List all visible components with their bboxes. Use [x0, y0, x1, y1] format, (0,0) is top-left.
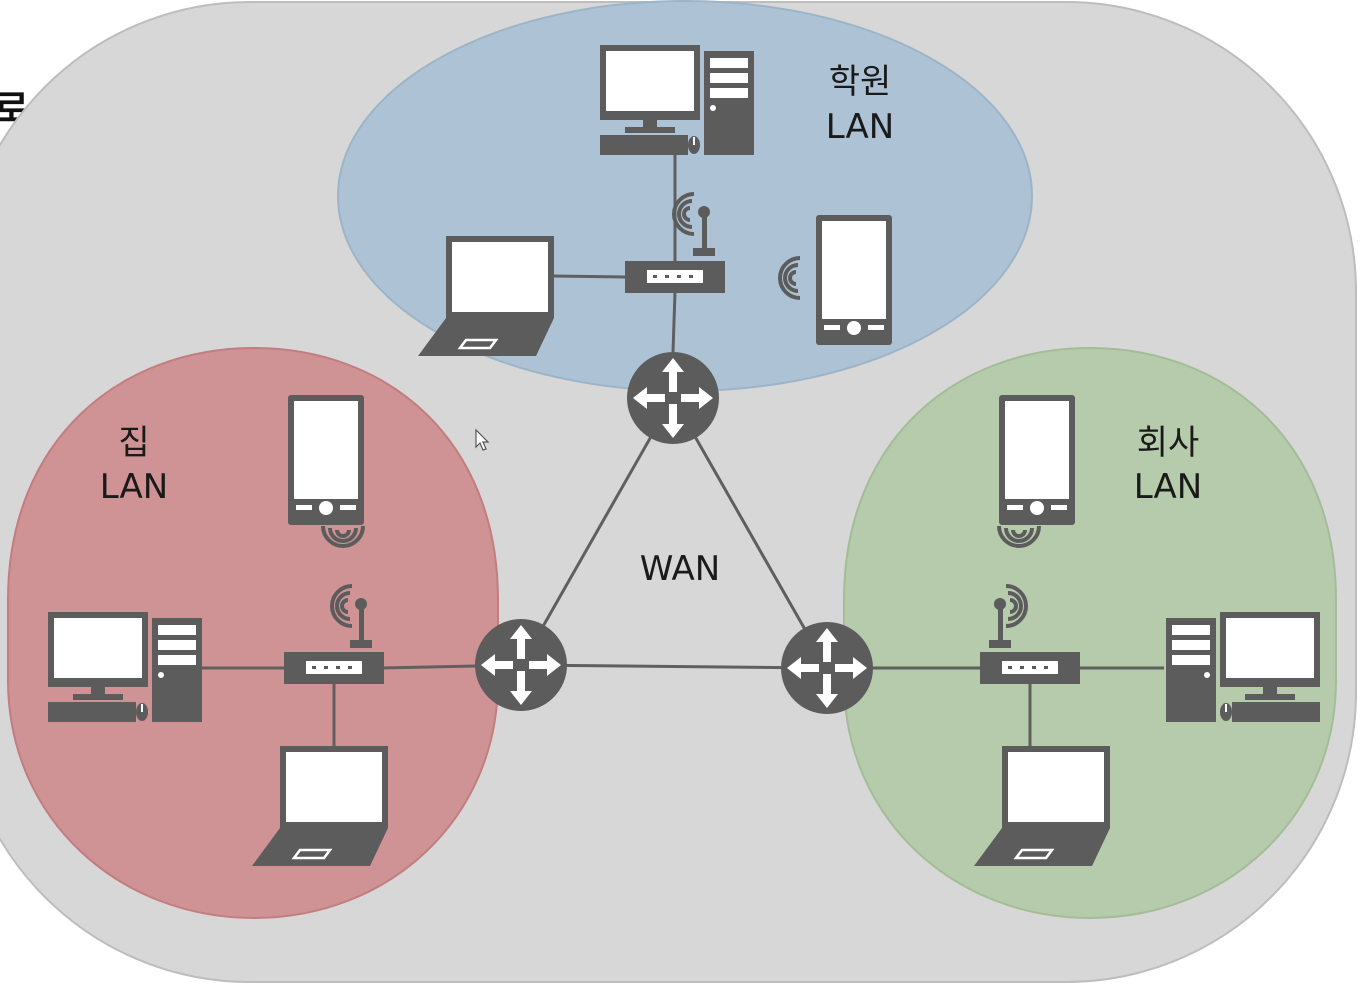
home-wireless-ap-icon — [284, 652, 384, 684]
academy-router-icon — [627, 352, 719, 444]
company-lan-links — [872, 666, 1164, 748]
home-lan-label-line2: LAN — [100, 467, 168, 507]
home-desktop-icon — [47, 611, 203, 723]
wan-label: WAN — [640, 549, 720, 589]
company-wireless-ap-icon — [980, 652, 1080, 684]
academy-lan-label-line2: LAN — [826, 107, 894, 147]
academy-smartphone-icon — [816, 215, 892, 345]
company-desktop-icon — [1165, 611, 1321, 723]
company-lan-zone — [843, 346, 1337, 920]
academy-wireless-ap-icon — [625, 261, 725, 293]
company-smartphone-icon — [999, 395, 1075, 525]
home-lan-label-line1: 집 — [118, 423, 149, 463]
company-router-icon — [781, 622, 873, 714]
academy-lan-label-line1: 학원 — [829, 62, 892, 102]
home-router-icon — [475, 619, 567, 711]
academy-desktop-icon — [599, 44, 755, 156]
wan-links — [519, 397, 829, 670]
home-lan-links — [200, 664, 477, 748]
company-lan-label-line2: LAN — [1134, 467, 1202, 507]
company-lan-label-line1: 회사 — [1137, 423, 1200, 463]
cursor-icon — [475, 428, 490, 451]
home-smartphone-icon — [288, 395, 364, 525]
